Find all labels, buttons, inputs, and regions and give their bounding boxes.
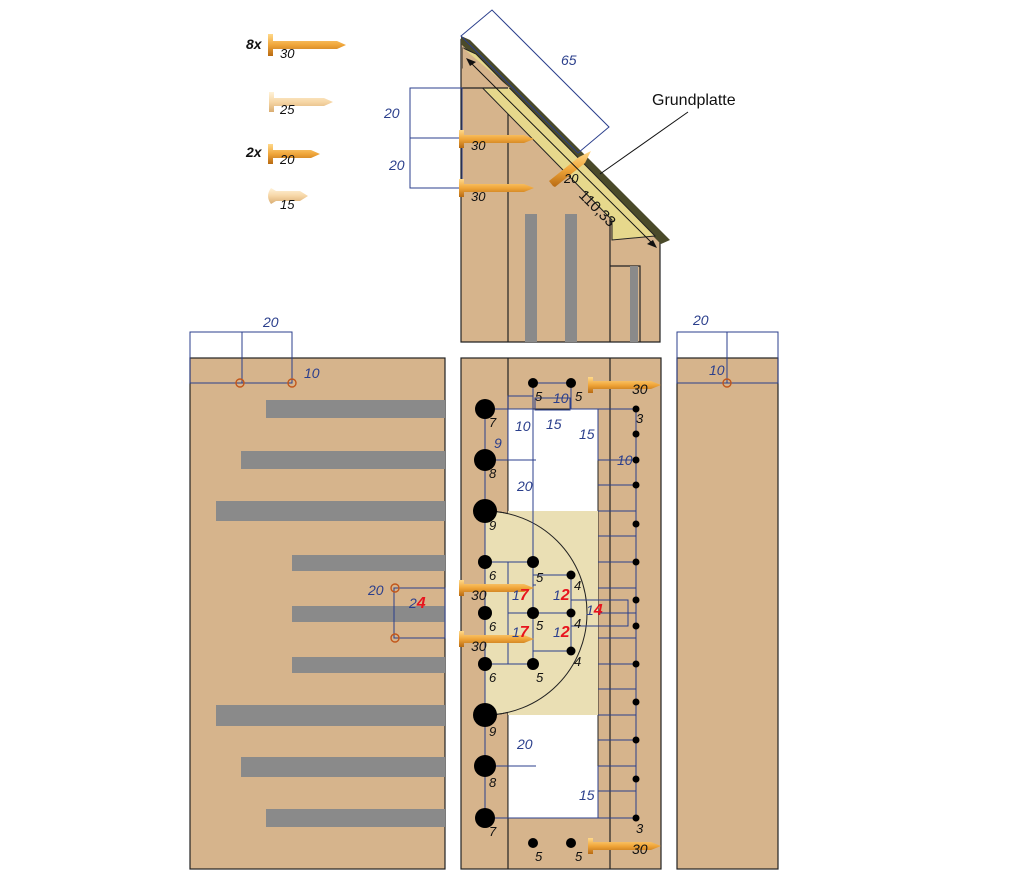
nail-icon <box>269 92 333 112</box>
dim-17b: 17 <box>512 624 530 641</box>
hole-label: 6 <box>489 670 497 685</box>
nail-icon <box>268 34 346 56</box>
legend-item-25: 25 <box>269 92 333 117</box>
nail-icon <box>459 179 534 197</box>
dim-label: 3 <box>636 821 644 836</box>
dim-box <box>393 587 446 639</box>
hole-label: 9 <box>489 518 496 533</box>
hole-label: 4 <box>574 616 581 631</box>
dim-label: 10 <box>617 452 633 468</box>
nail-label: 30 <box>632 381 648 397</box>
nail-label: 30 <box>471 638 487 654</box>
dim-12a: 12 <box>553 587 570 604</box>
label-grundplatte: Grundplatte <box>652 92 736 109</box>
legend-qty: 2x <box>245 144 263 160</box>
hole-label: 7 <box>489 415 497 430</box>
roof-side-view: 20 20 30 30 20 65 110,33 Grundplatte <box>383 9 736 343</box>
dim-label: 15 <box>546 416 562 432</box>
nail-legend: 8x 30 25 2x 20 15 <box>245 34 346 212</box>
hole-label: 4 <box>574 578 581 593</box>
hole-label: 5 <box>536 570 544 585</box>
hole-label: 5 <box>575 389 583 404</box>
legend-item-15: 15 <box>268 188 308 212</box>
dim-box <box>409 137 463 189</box>
dim-label: 10 <box>709 362 725 378</box>
dim-label: 9 <box>494 435 502 451</box>
dim-12b: 12 <box>553 624 570 641</box>
dim-label: 10 <box>304 365 320 381</box>
center-panel: 30 30 30 30 5 5 10 10 15 15 10 3 9 20 20… <box>459 357 662 870</box>
dim-label: 20 <box>367 582 384 598</box>
legend-length: 20 <box>279 152 295 167</box>
hole-label: 8 <box>489 775 497 790</box>
nail-label: 30 <box>471 587 487 603</box>
nail-icon <box>588 838 661 854</box>
dim-box <box>460 9 610 154</box>
dim-label: 3 <box>636 411 644 426</box>
dim-label: 20 <box>516 736 533 752</box>
legend-item-30: 8x 30 <box>246 34 346 61</box>
dim-box <box>409 87 463 139</box>
dim-label: 20 <box>262 314 279 330</box>
hole-label: 5 <box>575 849 583 864</box>
dim-box <box>241 331 293 384</box>
nail-label: 30 <box>471 138 486 153</box>
hole-label: 9 <box>489 724 496 739</box>
hole-label: 6 <box>489 568 497 583</box>
right-board <box>676 357 779 870</box>
nail-icon <box>549 151 591 187</box>
nail-icon <box>268 144 320 164</box>
legend-qty: 8x <box>246 36 263 52</box>
hole-label: 5 <box>536 618 544 633</box>
dim-label: 15 <box>579 426 595 442</box>
right-panel: 20 10 <box>676 312 779 870</box>
legend-length: 30 <box>280 46 295 61</box>
slot <box>630 266 638 342</box>
slot <box>525 214 537 342</box>
dim-label: 20 <box>388 157 405 173</box>
legend-length: 15 <box>280 197 295 212</box>
hole-label: 6 <box>489 619 497 634</box>
dim-65: 65 <box>561 52 577 68</box>
nail-label: 30 <box>632 841 648 857</box>
dim-label: 20 <box>383 105 400 121</box>
nail-icon <box>459 580 534 596</box>
legend-length: 25 <box>279 102 295 117</box>
dim-24: 24 <box>408 595 426 612</box>
slot <box>565 214 577 342</box>
nail-label: 30 <box>471 189 486 204</box>
dim-14: 14 <box>586 602 603 619</box>
nail-icon <box>268 188 308 204</box>
hole-label: 7 <box>489 824 497 839</box>
dim-label: 10 <box>515 418 531 434</box>
nail-label: 20 <box>563 171 579 186</box>
nail-icon <box>588 377 661 393</box>
dim-label: 10 <box>553 390 569 406</box>
hole-label: 5 <box>535 849 543 864</box>
dim-label: 15 <box>579 787 595 803</box>
legend-item-20: 2x 20 <box>245 144 320 167</box>
dim-label: 20 <box>516 478 533 494</box>
hole-label: 5 <box>536 670 544 685</box>
dim-17a: 17 <box>512 587 530 604</box>
hole-label: 5 <box>535 389 543 404</box>
left-panel: 20 10 20 24 <box>189 314 446 870</box>
nail-icon <box>459 130 534 148</box>
hole-label: 8 <box>489 466 497 481</box>
hole-label: 4 <box>574 654 581 669</box>
nail-icon <box>459 631 534 647</box>
dim-label: 20 <box>692 312 709 328</box>
